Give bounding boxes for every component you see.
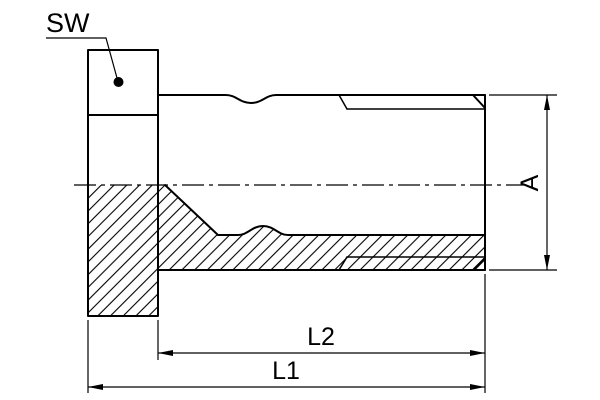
arrow-l2-right [470,350,485,356]
thread-runout-top [338,94,348,110]
thread-runout-bottom [338,256,348,271]
chamfer-edge-top [472,94,486,109]
arrow-l1-left [88,384,103,390]
hatch-hex-head [88,185,158,316]
arrow-l1-right [470,384,485,390]
arrow-a-bottom [544,255,550,270]
label-outer-diameter: A [516,174,544,191]
hex-head-outline [87,49,159,317]
bore-wall-line-with-break-wave [217,225,486,236]
arrowheads-and-marks [88,77,550,390]
arrow-a-top [544,95,550,110]
sw-leader-dot [113,77,124,87]
label-wrench-size: SW [46,8,90,38]
part-outlines [87,49,486,317]
label-overall-length: L1 [272,357,300,385]
hatch-body-wall [158,185,485,270]
dimension-lines [46,37,557,393]
sw-leader-line [46,37,118,79]
drill-cone-line [164,184,219,236]
label-thread-length: L2 [307,323,335,351]
body-top-edge-with-break-wave [157,94,486,104]
section-hatching [88,185,485,316]
dimension-labels: SW L2 L1 A [46,8,544,385]
arrow-l2-left [158,350,173,356]
chamfer-edge-bottom [472,257,486,271]
